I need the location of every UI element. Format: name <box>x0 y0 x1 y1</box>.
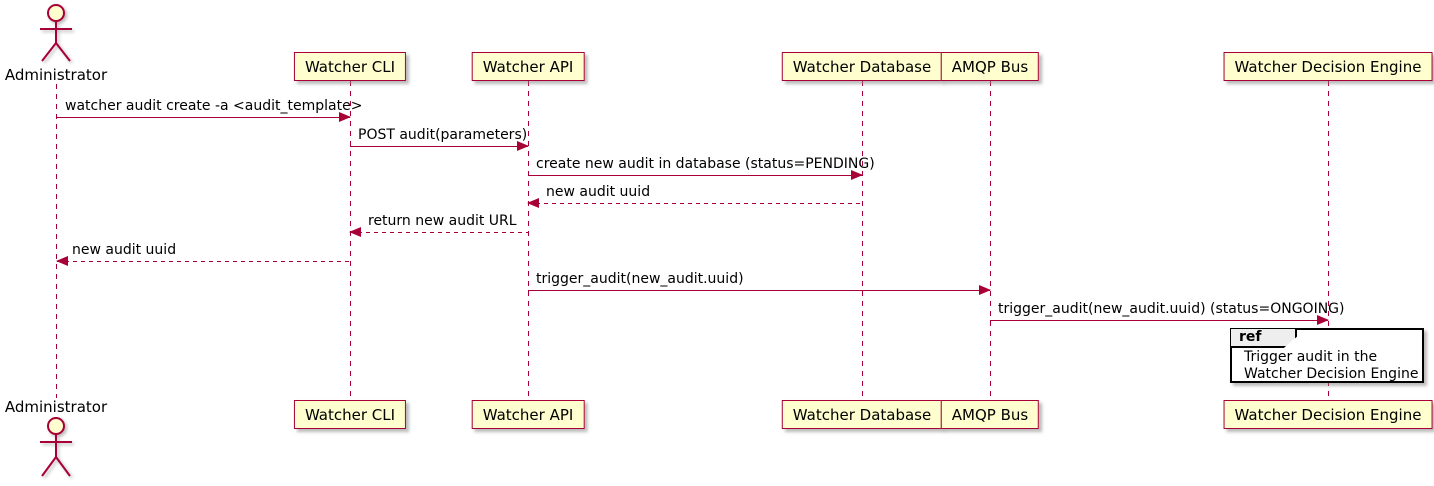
message-trigger-audit: trigger_audit(new_audit.uuid) <box>528 271 991 296</box>
arrow-right-icon <box>851 170 863 181</box>
message-line <box>990 320 1328 322</box>
message-line <box>528 290 990 292</box>
message-label: create new audit in database (status=PEN… <box>536 156 875 172</box>
message-line <box>57 117 350 119</box>
participant-watcher-api-bottom: Watcher API <box>471 400 585 429</box>
participant-watcher-cli-top: Watcher CLI <box>293 52 407 81</box>
message-line <box>528 203 862 205</box>
message-label: trigger_audit(new_audit.uuid) <box>536 271 744 287</box>
message-label: watcher audit create -a <audit_template> <box>65 98 363 114</box>
lifeline-amqp-bus <box>990 81 991 400</box>
message-line <box>350 146 528 148</box>
message-create-audit-db: create new audit in database (status=PEN… <box>528 156 875 181</box>
message-line <box>350 232 528 234</box>
lifeline-watcher-api <box>528 81 529 400</box>
ref-fragment-text: Trigger audit in the Watcher Decision En… <box>1244 349 1418 383</box>
arrow-right-icon <box>517 141 529 152</box>
arrow-right-icon <box>339 112 351 123</box>
message-trigger-audit-ongoing: trigger_audit(new_audit.uuid) (status=ON… <box>990 301 1344 326</box>
message-new-audit-uuid-to-admin: new audit uuid <box>56 242 350 267</box>
actor-icon <box>40 417 72 477</box>
message-post-audit: POST audit(parameters) <box>350 127 529 152</box>
arrow-right-icon <box>979 285 991 296</box>
participant-watcher-decision-engine-bottom: Watcher Decision Engine <box>1223 400 1433 429</box>
ref-tag: ref <box>1231 329 1297 348</box>
lifeline-administrator <box>56 84 57 398</box>
message-audit-create: watcher audit create -a <audit_template> <box>57 98 362 123</box>
arrow-right-icon <box>1317 315 1329 326</box>
message-line <box>528 175 862 177</box>
actor-icon <box>40 4 72 62</box>
message-label: new audit uuid <box>546 184 651 200</box>
participant-amqp-bus-bottom: AMQP Bus <box>940 400 1040 429</box>
arrow-left-icon <box>349 227 361 238</box>
participant-watcher-cli-bottom: Watcher CLI <box>293 400 407 429</box>
ref-fragment-line2: Watcher Decision Engine <box>1244 366 1419 382</box>
arrow-left-icon <box>56 256 68 267</box>
lifeline-watcher-decision-engine <box>1328 81 1329 400</box>
participant-watcher-api-top: Watcher API <box>471 52 585 81</box>
lifeline-watcher-database <box>862 81 863 400</box>
message-label: trigger_audit(new_audit.uuid) (status=ON… <box>998 301 1345 317</box>
message-label: return new audit URL <box>368 213 517 229</box>
arrow-left-icon <box>527 198 539 209</box>
participant-amqp-bus-top: AMQP Bus <box>940 52 1040 81</box>
actor-label-top: Administrator <box>4 66 108 84</box>
participant-watcher-database-top: Watcher Database <box>781 52 943 81</box>
message-new-audit-uuid-return: new audit uuid <box>527 184 862 209</box>
ref-fragment: ref Trigger audit in the Watcher Decisio… <box>1230 328 1424 383</box>
message-label: new audit uuid <box>72 242 177 258</box>
message-label: POST audit(parameters) <box>358 127 528 143</box>
lifeline-watcher-cli <box>350 81 351 400</box>
actor-label-bottom: Administrator <box>4 398 108 416</box>
ref-fragment-line1: Trigger audit in the <box>1244 349 1378 365</box>
message-return-audit-url: return new audit URL <box>349 213 528 238</box>
participant-watcher-decision-engine-top: Watcher Decision Engine <box>1223 52 1433 81</box>
message-line <box>57 261 350 263</box>
participant-watcher-database-bottom: Watcher Database <box>781 400 943 429</box>
